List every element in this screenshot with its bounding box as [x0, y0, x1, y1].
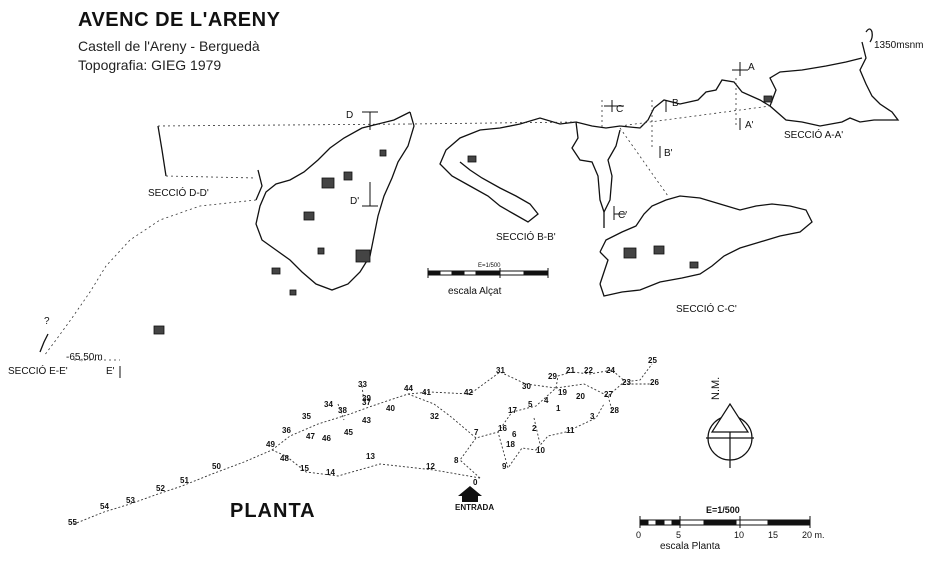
station-0: 0	[473, 478, 478, 487]
station-30: 30	[522, 382, 531, 391]
plan-title: PLANTA	[230, 500, 316, 522]
station-51: 51	[180, 476, 189, 485]
station-18: 18	[506, 440, 515, 449]
altitude-label: 1350msnm	[874, 40, 924, 51]
station-50: 50	[212, 462, 221, 471]
station-23: 23	[622, 378, 631, 387]
station-42: 42	[464, 388, 473, 397]
station-1: 1	[556, 404, 561, 413]
station-28: 28	[610, 406, 619, 415]
station-8: 8	[454, 456, 459, 465]
entrance-label: ENTRADA	[455, 503, 495, 512]
station-10: 10	[536, 446, 545, 455]
station-13: 13	[366, 452, 375, 461]
station-46: 46	[322, 434, 331, 443]
marker-c-prime: C'	[618, 210, 628, 221]
section-aa-label: SECCIÓ A-A'	[784, 130, 844, 141]
marker-b-prime: B'	[664, 148, 673, 159]
station-39: 39	[362, 394, 371, 403]
depth-label: -65,50m	[66, 352, 103, 363]
plan-traverse	[73, 363, 653, 525]
station-19: 19	[558, 388, 567, 397]
station-11: 11	[566, 426, 575, 435]
plan-scale-tick: 15	[768, 530, 779, 540]
station-44: 44	[404, 384, 413, 393]
section-bb-label: SECCIÓ B-B'	[496, 232, 556, 243]
elevation-scale-caption: escala Alçat	[448, 286, 502, 297]
station-25: 25	[648, 356, 657, 365]
station-24: 24	[606, 366, 615, 375]
station-48: 48	[280, 454, 289, 463]
station-49: 49	[266, 440, 275, 449]
plan-scale-ratio: E=1/500	[706, 505, 740, 515]
marker-d: D	[346, 110, 354, 121]
station-34: 34	[324, 400, 333, 409]
marker-c: C	[616, 104, 624, 115]
marker-unknown: ?	[44, 316, 50, 327]
station-33: 33	[358, 380, 367, 389]
station-26: 26	[650, 378, 659, 387]
marker-d-prime: D'	[350, 196, 360, 207]
station-9: 9	[502, 462, 507, 471]
elevation-scale-ratio: E=1/500	[478, 263, 501, 269]
station-45: 45	[344, 428, 353, 437]
station-12: 12	[426, 462, 435, 471]
plan-scale-tick: 5	[676, 530, 682, 540]
map-location: Castell de l'Areny - Berguedà	[78, 38, 260, 54]
marker-a: A	[748, 62, 755, 73]
projection-lines	[43, 78, 771, 361]
station-7: 7	[474, 428, 479, 437]
north-label: N.M.	[710, 376, 722, 400]
station-36: 36	[282, 426, 291, 435]
station-54: 54	[100, 502, 109, 511]
section-dd-label: SECCIÓ D-D'	[148, 188, 209, 199]
station-2: 2	[532, 424, 537, 433]
marker-a-prime: A'	[745, 120, 754, 131]
marker-e-prime: E'	[106, 366, 115, 377]
station-22: 22	[584, 366, 593, 375]
station-16: 16	[498, 424, 507, 433]
station-20: 20	[576, 392, 585, 401]
elevation-scale-bar	[427, 268, 549, 278]
station-6: 6	[512, 430, 517, 439]
station-35: 35	[302, 412, 311, 421]
plan-scale-caption: escala Planta	[660, 541, 721, 552]
station-5: 5	[528, 400, 533, 409]
plan-scale-tick: 20 m.	[802, 530, 825, 540]
plan-scale-bar	[639, 516, 811, 528]
station-52: 52	[156, 484, 165, 493]
rock-blocks	[153, 95, 773, 335]
station-27: 27	[604, 390, 613, 399]
station-3: 3	[590, 412, 595, 421]
plan-scale-tick: 0	[636, 530, 642, 540]
station-32: 32	[430, 412, 439, 421]
station-31: 31	[496, 366, 505, 375]
north-arrow-icon	[706, 402, 754, 468]
map-title: AVENC DE L'ARENY	[78, 9, 281, 31]
station-55: 55	[68, 518, 77, 527]
marker-b: B	[672, 98, 679, 109]
entrance-marker-icon	[458, 486, 482, 502]
station-40: 40	[386, 404, 395, 413]
station-38: 38	[338, 406, 347, 415]
elevation-profile	[39, 28, 900, 353]
plan-scale-tick: 10	[734, 530, 745, 540]
station-17: 17	[508, 406, 517, 415]
section-cc-label: SECCIÓ C-C'	[676, 304, 737, 315]
station-37: 37	[362, 398, 371, 407]
station-4: 4	[544, 396, 549, 405]
section-ee-label: SECCIÓ E-E'	[8, 366, 68, 377]
station-15: 15	[300, 464, 309, 473]
station-47: 47	[306, 432, 315, 441]
station-29: 29	[548, 372, 557, 381]
survey-credit: Topografia: GIEG 1979	[78, 57, 222, 73]
section-markers	[119, 62, 748, 378]
station-43: 43	[362, 416, 371, 425]
station-14: 14	[326, 468, 335, 477]
station-21: 21	[566, 366, 575, 375]
station-53: 53	[126, 496, 135, 505]
station-41: 41	[422, 388, 431, 397]
